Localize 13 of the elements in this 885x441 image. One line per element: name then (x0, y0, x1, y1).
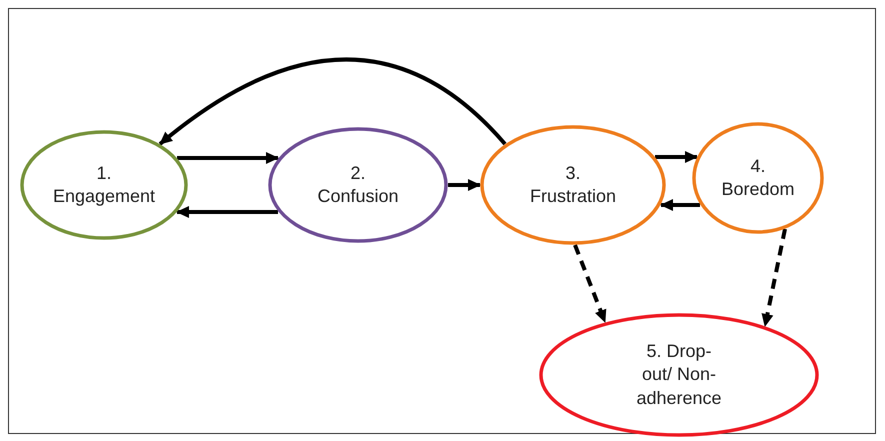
arrow (176, 206, 278, 218)
arrow (660, 199, 700, 211)
state-label: 1. Engagement (52, 162, 156, 208)
arrow (573, 244, 607, 323)
arrow (158, 58, 506, 146)
state-label: 4. Boredom (721, 154, 795, 201)
arrow (177, 152, 279, 164)
arrow (762, 228, 787, 327)
arrow (655, 151, 698, 163)
state-label: 5. Drop-out/ Non-adherence (636, 340, 722, 410)
state-label: 3. Frustration (530, 162, 616, 208)
state-label: 2. Confusion (317, 162, 399, 208)
arrow (448, 179, 481, 191)
